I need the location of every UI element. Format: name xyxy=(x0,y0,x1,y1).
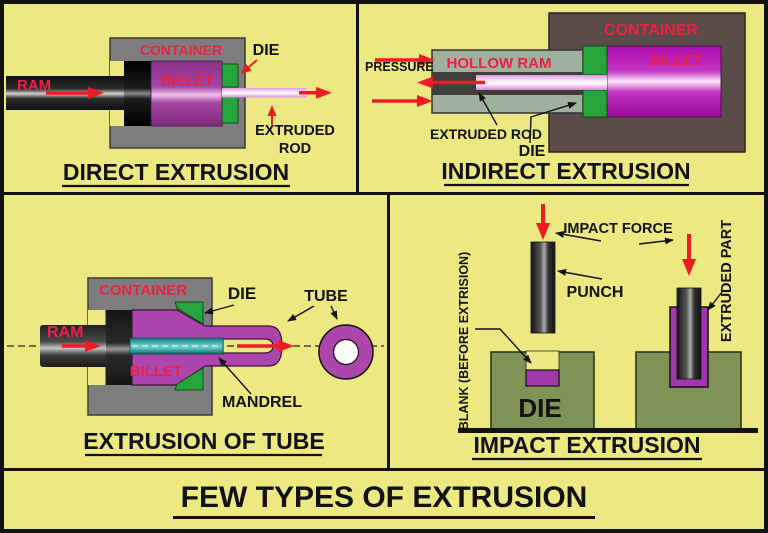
mandrel-leader-arrow xyxy=(218,357,252,395)
ram-head xyxy=(106,310,133,385)
extruded-rod xyxy=(476,75,607,90)
die-label: DIE xyxy=(253,42,280,59)
pressure-label: PRESSURE xyxy=(365,60,434,74)
extruded-rod-label-line2: ROD xyxy=(279,141,311,157)
punch-right xyxy=(676,287,702,380)
billet-label: BILLET xyxy=(130,363,183,380)
tube-label: TUBE xyxy=(304,288,348,305)
die-cavity xyxy=(525,350,560,371)
panel-title: EXTRUSION OF TUBE xyxy=(83,428,325,454)
panel-title: DIRECT EXTRUSION xyxy=(63,159,289,185)
panel-indirect-extrusion: PRESSURE HOLLOW RAM CONTAINER BILLET EXT… xyxy=(359,4,764,192)
container-slot-top xyxy=(110,61,124,76)
footer-bar: FEW TYPES OF EXTRUSION xyxy=(4,471,764,529)
ram-label: RAM xyxy=(17,77,51,94)
container-slot-bottom xyxy=(88,367,105,385)
panel-title: INDIRECT EXTRUSION xyxy=(441,158,690,184)
die-top xyxy=(582,45,608,76)
blank-label: BLANK (BEFORE EXTRISION) xyxy=(457,252,471,430)
billet-label: BILLET xyxy=(161,72,214,89)
billet xyxy=(150,60,223,127)
container-slot-bottom xyxy=(110,110,124,126)
panel-impact-extrusion: IMPACT FORCE PUNCH BLANK (BEFORE EXTRISI… xyxy=(390,195,764,468)
die-label: DIE xyxy=(518,393,561,423)
impact-force-leader-right xyxy=(638,237,674,245)
punch-left xyxy=(530,241,556,334)
tube-extrusion-diagram: CONTAINER RAM BILLET DIE TUBE MANDREL EX… xyxy=(7,277,384,457)
extruded-rod-leader-arrow xyxy=(478,92,498,126)
die-leader-arrow xyxy=(204,304,235,315)
panel-direct-extrusion: RAM CONTAINER BILLET DIE EXTRUDED ROD DI… xyxy=(4,4,356,192)
billet-label: BILLET xyxy=(650,52,703,69)
ram-label: RAM xyxy=(47,324,83,341)
impact-force-label: IMPACT FORCE xyxy=(563,221,673,237)
tube-leader-arrow-left xyxy=(287,305,315,322)
container-label: CONTAINER xyxy=(99,282,187,299)
extruded-part-leader-arrow xyxy=(707,291,723,311)
die-leader-arrow xyxy=(240,59,258,75)
container-slot-top xyxy=(88,310,105,325)
punch-label: PUNCH xyxy=(567,284,624,301)
die-leader-arrow xyxy=(529,102,577,144)
tube-cross-section-hole xyxy=(332,338,360,366)
billet xyxy=(606,45,722,118)
container-label: CONTAINER xyxy=(604,22,698,39)
die-bottom xyxy=(221,96,239,124)
panel-extrusion-of-tube: CONTAINER RAM BILLET DIE TUBE MANDREL EX… xyxy=(4,195,387,468)
punch-leader-arrow xyxy=(557,268,603,280)
impact-force-leader-left xyxy=(555,230,602,242)
die-label: DIE xyxy=(519,143,546,160)
die-bottom xyxy=(174,367,204,391)
tube-leader-arrow-right xyxy=(330,305,338,320)
die-top xyxy=(174,301,204,325)
indirect-extrusion-diagram: PRESSURE HOLLOW RAM CONTAINER BILLET EXT… xyxy=(365,12,746,187)
extruded-rod-label-line1: EXTRUDED xyxy=(255,123,335,139)
extruded-rod xyxy=(222,88,307,98)
extruded-rod-label: EXTRUDED ROD xyxy=(430,126,542,142)
die-bottom xyxy=(582,89,608,118)
blank-leader-arrow xyxy=(475,328,532,364)
poster-title: FEW TYPES OF EXTRUSION xyxy=(172,481,596,519)
die-top xyxy=(221,63,239,88)
mandrel-label: MANDREL xyxy=(222,394,302,411)
direct-extrusion-diagram: RAM CONTAINER BILLET DIE EXTRUDED ROD DI… xyxy=(6,37,335,188)
die-label: DIE xyxy=(228,284,256,303)
ram-head xyxy=(124,61,151,126)
hollow-ram-label: HOLLOW RAM xyxy=(447,55,552,72)
panel-title: IMPACT EXTRUSION xyxy=(473,432,700,458)
impact-extrusion-diagram: IMPACT FORCE PUNCH BLANK (BEFORE EXTRISI… xyxy=(457,204,758,461)
extruded-part-label: EXTRUDED PART xyxy=(719,220,735,342)
container-label: CONTAINER xyxy=(140,42,222,58)
blank xyxy=(525,369,560,387)
ground-line xyxy=(458,428,758,433)
